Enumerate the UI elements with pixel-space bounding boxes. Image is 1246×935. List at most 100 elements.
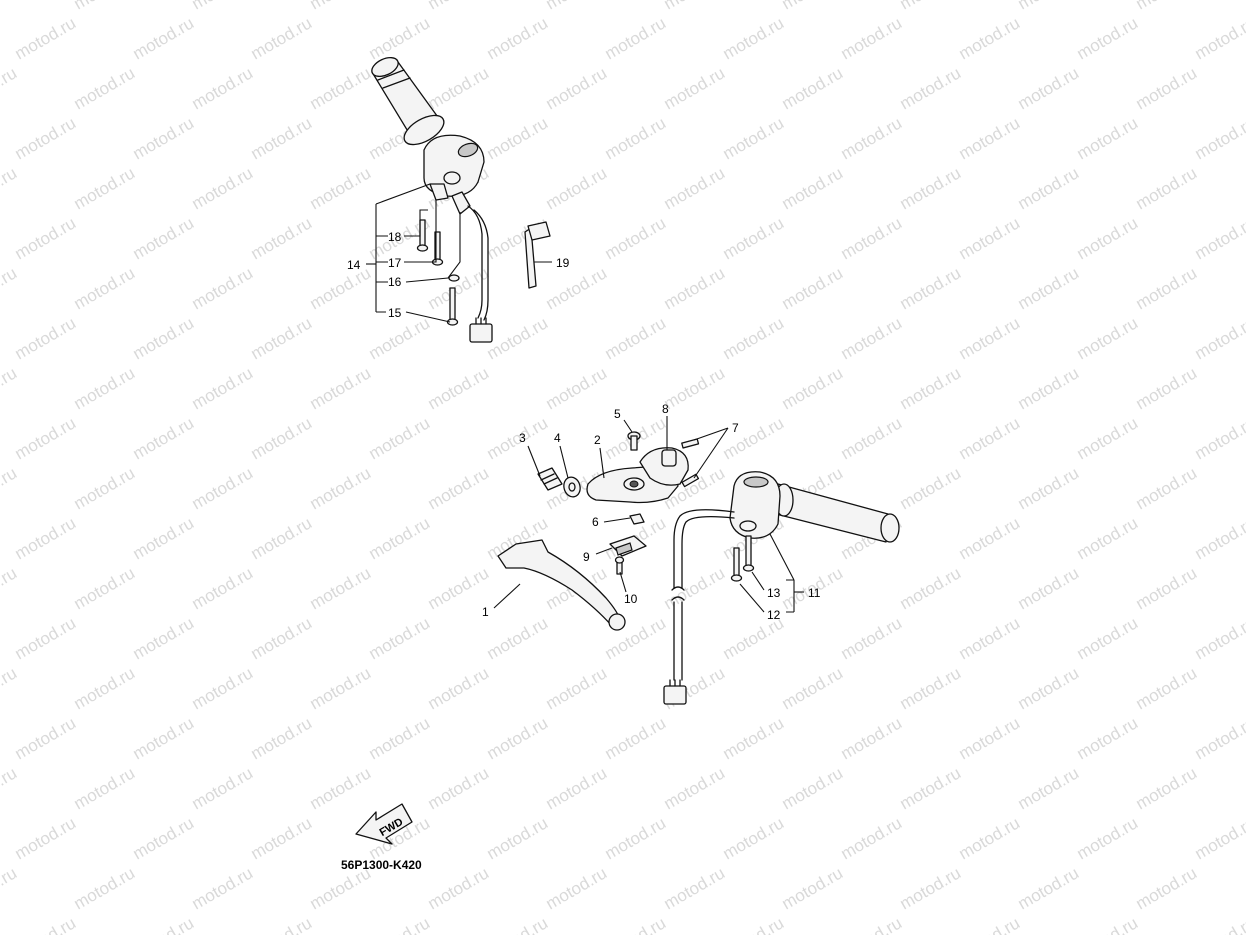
watermark-text: motod.ru	[779, 363, 847, 413]
watermark-text: motod.ru	[248, 813, 316, 863]
watermark-text: motod.ru	[956, 413, 1024, 463]
watermark-text: motod.ru	[0, 163, 20, 213]
right-switch-bore	[739, 520, 757, 532]
watermark-text: motod.ru	[543, 863, 611, 913]
watermark-text: motod.ru	[189, 863, 257, 913]
watermark-text: motod.ru	[1133, 63, 1201, 113]
watermark-text: motod.ru	[130, 113, 198, 163]
screw-12	[730, 547, 743, 582]
watermark-text: motod.ru	[779, 0, 847, 13]
watermark-text: motod.ru	[484, 413, 552, 463]
watermark-text: motod.ru	[484, 913, 552, 935]
clutch-lever-assembly	[497, 431, 700, 631]
watermark-text: motod.ru	[425, 863, 493, 913]
watermark-text: motod.ru	[248, 213, 316, 263]
watermark-text: motod.ru	[1015, 863, 1083, 913]
watermark-text: motod.ru	[12, 813, 80, 863]
watermark-text: motod.ru	[543, 163, 611, 213]
watermark-text: motod.ru	[1192, 113, 1246, 163]
watermark-text: motod.ru	[366, 713, 434, 763]
watermark-text: motod.ru	[1015, 0, 1083, 13]
callout-1: 1	[482, 605, 489, 619]
watermark-text: motod.ru	[1074, 513, 1142, 563]
watermark-text: motod.ru	[248, 513, 316, 563]
watermark-text: motod.ru	[838, 813, 906, 863]
watermark-text: motod.ru	[1074, 413, 1142, 463]
watermark-text: motod.ru	[1074, 613, 1142, 663]
watermark-text: motod.ru	[71, 163, 139, 213]
left-handlebar-switch-assembly	[371, 56, 551, 343]
watermark-text: motod.ru	[1133, 863, 1201, 913]
right-switch-housing	[729, 471, 781, 539]
watermark-text: motod.ru	[1133, 563, 1201, 613]
watermark-text: motod.ru	[248, 613, 316, 663]
watermark-text: motod.ru	[248, 913, 316, 935]
watermark-text: motod.ru	[602, 313, 670, 363]
cable-band-19	[524, 221, 551, 289]
watermark-text: motod.ru	[189, 263, 257, 313]
left-grip-end	[371, 56, 399, 78]
watermark-text: motod.ru	[307, 463, 375, 513]
right-connector-pins	[669, 679, 681, 687]
watermark-text: motod.ru	[956, 213, 1024, 263]
watermark-text: motod.ru	[189, 663, 257, 713]
watermark-text: motod.ru	[1015, 63, 1083, 113]
watermark-text: motod.ru	[1133, 163, 1201, 213]
watermark-text: motod.ru	[71, 63, 139, 113]
watermark-text: motod.ru	[71, 563, 139, 613]
right-wire-harness-break	[671, 586, 685, 601]
left-wire-connector	[469, 323, 493, 343]
watermark-text: motod.ru	[602, 913, 670, 935]
watermark-text: motod.ru	[130, 313, 198, 363]
watermark-text: motod.ru	[0, 563, 20, 613]
left-switch-bore	[443, 171, 461, 185]
screw-13	[742, 535, 755, 572]
watermark-text: motod.ru	[720, 913, 788, 935]
callout-7: 7	[732, 421, 739, 435]
right-wire-harness-edge	[681, 516, 735, 589]
watermark-text: motod.ru	[897, 663, 965, 713]
watermark-text: motod.ru	[12, 13, 80, 63]
watermark-text: motod.ru	[189, 0, 257, 13]
watermark-text: motod.ru	[720, 713, 788, 763]
watermark-text: motod.ru	[543, 663, 611, 713]
watermark-text: motod.ru	[130, 513, 198, 563]
watermark-text: motod.ru	[661, 63, 729, 113]
watermark-text: motod.ru	[720, 13, 788, 63]
watermark-text: motod.ru	[484, 313, 552, 363]
watermark-text: motod.ru	[897, 63, 965, 113]
watermark-text: motod.ru	[248, 113, 316, 163]
watermark-text: motod.ru	[897, 863, 965, 913]
watermark-text: motod.ru	[248, 713, 316, 763]
left-wire-harness-edge	[473, 209, 489, 321]
watermark-text: motod.ru	[1015, 663, 1083, 713]
watermark-text: motod.ru	[838, 613, 906, 663]
watermark-text: motod.ru	[484, 613, 552, 663]
watermark-text: motod.ru	[130, 213, 198, 263]
watermark-text: motod.ru	[71, 863, 139, 913]
watermark-text: motod.ru	[1074, 13, 1142, 63]
screw-15	[446, 287, 459, 326]
watermark-text: motod.ru	[189, 563, 257, 613]
watermark-text: motod.ru	[661, 163, 729, 213]
watermark-text: motod.ru	[1192, 213, 1246, 263]
callout-2: 2	[594, 433, 601, 447]
watermark-text: motod.ru	[838, 713, 906, 763]
watermark-text: motod.ru	[1133, 763, 1201, 813]
right-grip-end	[880, 513, 900, 543]
watermark-text: motod.ru	[956, 713, 1024, 763]
callout-labels: 1 2 3 4 5 6 7 8 9 10 11 12 13 14 15 16 1…	[347, 230, 821, 622]
watermark-text: motod.ru	[661, 563, 729, 613]
pivot-bolt-5	[627, 431, 641, 451]
watermark-text: motod.ru	[1133, 363, 1201, 413]
watermark-text: motod.ru	[956, 513, 1024, 563]
watermark-text: motod.ru	[661, 263, 729, 313]
watermark-text: motod.ru	[12, 713, 80, 763]
watermark-text: motod.ru	[543, 363, 611, 413]
watermark-text: motod.ru	[1074, 913, 1142, 935]
watermark-text: motod.ru	[0, 863, 20, 913]
watermark-text: motod.ru	[0, 763, 20, 813]
watermark-text: motod.ru	[1015, 163, 1083, 213]
watermark-text: motod.ru	[366, 913, 434, 935]
watermark-text: motod.ru	[661, 863, 729, 913]
